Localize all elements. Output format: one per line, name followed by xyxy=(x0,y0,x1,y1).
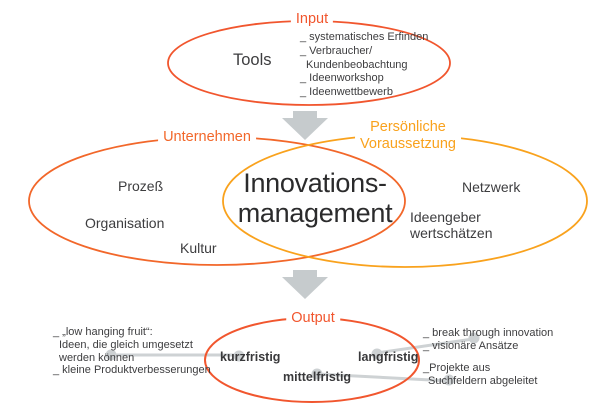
company-item-kultur: Kultur xyxy=(180,240,217,256)
personal-item-ideengeber-line2: wertschätzen xyxy=(410,225,493,241)
company-label: Unternehmen xyxy=(158,129,256,145)
page-title-line1: Innovations- xyxy=(243,168,387,198)
left-note-line: _ „low hanging fruit“: xyxy=(53,326,153,338)
right-note-bottom-line: Suchfeldern abgeleitet xyxy=(428,375,538,388)
arrow-down-input-icon xyxy=(282,111,328,140)
right-note-top-line: _ visionäre Ansätze xyxy=(423,340,519,353)
output-term-kurzfristig: kurzfristig xyxy=(220,350,281,364)
company-item-prozess: Prozeß xyxy=(118,178,164,194)
connector-line-langfristig xyxy=(375,337,475,355)
tools-label: Tools xyxy=(233,51,272,69)
left-note-line: werden können xyxy=(59,351,135,364)
page-title-line2: management xyxy=(237,198,393,228)
output-term-mittelfristig: mittelfristig xyxy=(283,370,352,384)
input-method-item: _ Ideenwettbewerb xyxy=(300,86,393,99)
left-note: _ „low hanging fruit“: Ideen, die gleich… xyxy=(53,326,211,377)
input-label: Input xyxy=(290,11,334,27)
personal-label-line1: Persönliche xyxy=(370,119,446,135)
input-method-item: _ Verbraucher/ xyxy=(300,44,373,57)
page-title: Innovations- management xyxy=(238,168,393,228)
dot-kurzfristig xyxy=(233,350,245,362)
right-note-top: _ break through innovation _ visionäre A… xyxy=(423,327,553,353)
input-methods-list: _ systematisches Erfinden _ Verbraucher/… xyxy=(300,31,428,100)
company-item-organisation: Organisation xyxy=(85,215,165,231)
dot-langfristig xyxy=(371,348,383,360)
input-method-item: _ Ideenworkshop xyxy=(300,72,384,85)
input-method-item: Kundenbeobachtung xyxy=(306,58,408,71)
personal-label-line2: Voraussetzung xyxy=(360,135,456,152)
right-note-top-line: _ break through innovation xyxy=(423,327,554,339)
personal-item-netzwerk: Netzwerk xyxy=(462,179,521,195)
right-note-bottom-line: _Projekte aus xyxy=(423,362,491,374)
personal-item-ideengeber: Ideengeber wertschätzen xyxy=(410,209,492,241)
personal-item-ideengeber-line1: Ideengeber xyxy=(410,209,481,225)
output-term-langfristig: langfristig xyxy=(358,350,419,364)
right-note-bottom: _Projekte aus Suchfeldern abgeleitet xyxy=(423,362,537,388)
output-label: Output xyxy=(286,310,340,326)
dot-left-note xyxy=(105,349,117,361)
dot-mittelfristig xyxy=(311,368,323,380)
arrow-down-output-icon xyxy=(282,270,328,299)
connector-line-mittelfristig xyxy=(315,372,452,383)
left-note-line: Ideen, die gleich umgesetzt xyxy=(59,338,193,351)
personal-label: Persönliche Voraussetzung xyxy=(355,119,461,152)
input-method-item: _ systematisches Erfinden xyxy=(300,31,429,43)
dot-breakthrough-note xyxy=(468,332,480,344)
left-note-line: _ kleine Produktverbesserungen xyxy=(53,364,211,377)
dot-suchfelder-note xyxy=(443,374,455,386)
